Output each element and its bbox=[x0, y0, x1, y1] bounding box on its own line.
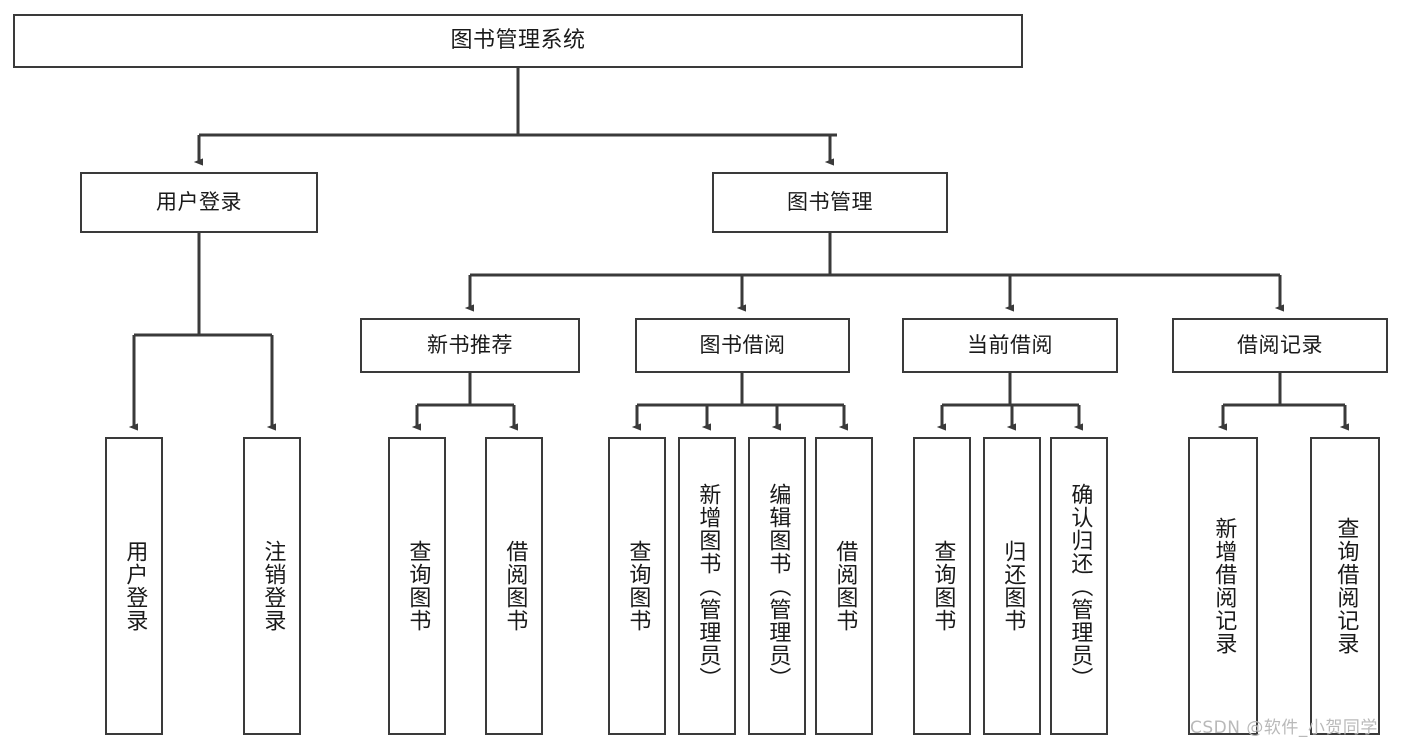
node-leaf-query-book-1[interactable]: 查询图书 bbox=[388, 437, 446, 735]
node-leaf-add-record-label: 新增借阅记录 bbox=[1211, 517, 1237, 655]
node-leaf-add-book[interactable]: 新增图书（管理员） bbox=[678, 437, 736, 735]
node-leaf-query-book-1-label: 查询图书 bbox=[405, 540, 431, 632]
node-leaf-query-book-2-label: 查询图书 bbox=[625, 540, 651, 632]
node-leaf-user-login[interactable]: 用户登录 bbox=[105, 437, 163, 735]
node-leaf-query-record[interactable]: 查询借阅记录 bbox=[1310, 437, 1380, 735]
csdn-watermark: CSDN @软件_小贺同学 bbox=[1190, 718, 1378, 738]
node-root-label: 图书管理系统 bbox=[450, 28, 586, 54]
node-borrow-record-label: 借阅记录 bbox=[1237, 333, 1323, 358]
node-leaf-query-book-3-label: 查询图书 bbox=[930, 540, 956, 632]
node-leaf-confirm-return[interactable]: 确认归还（管理员） bbox=[1050, 437, 1108, 735]
node-leaf-query-record-label: 查询借阅记录 bbox=[1333, 517, 1359, 655]
node-leaf-confirm-return-label: 确认归还（管理员） bbox=[1067, 482, 1093, 690]
node-leaf-add-book-label: 新增图书（管理员） bbox=[695, 482, 721, 690]
node-leaf-return-book-label: 归还图书 bbox=[1000, 540, 1026, 632]
node-new-book-recommend[interactable]: 新书推荐 bbox=[360, 318, 580, 373]
node-book-manage-label: 图书管理 bbox=[787, 190, 873, 215]
node-leaf-logout-label: 注销登录 bbox=[260, 540, 286, 632]
node-current-borrow[interactable]: 当前借阅 bbox=[902, 318, 1118, 373]
node-book-manage[interactable]: 图书管理 bbox=[712, 172, 948, 233]
node-new-book-recommend-label: 新书推荐 bbox=[427, 333, 513, 358]
node-leaf-edit-book[interactable]: 编辑图书（管理员） bbox=[748, 437, 806, 735]
node-leaf-add-record[interactable]: 新增借阅记录 bbox=[1188, 437, 1258, 735]
node-book-borrow-label: 图书借阅 bbox=[699, 333, 786, 358]
node-user-login-label: 用户登录 bbox=[156, 190, 242, 215]
node-leaf-logout[interactable]: 注销登录 bbox=[243, 437, 301, 735]
node-current-borrow-label: 当前借阅 bbox=[967, 333, 1053, 358]
node-leaf-borrow-book-2-label: 借阅图书 bbox=[832, 540, 858, 632]
node-leaf-borrow-book-1[interactable]: 借阅图书 bbox=[485, 437, 543, 735]
node-leaf-user-login-label: 用户登录 bbox=[122, 540, 148, 632]
node-borrow-record[interactable]: 借阅记录 bbox=[1172, 318, 1388, 373]
node-leaf-borrow-book-1-label: 借阅图书 bbox=[502, 540, 528, 632]
node-leaf-edit-book-label: 编辑图书（管理员） bbox=[765, 482, 791, 690]
node-leaf-return-book[interactable]: 归还图书 bbox=[983, 437, 1041, 735]
node-root[interactable]: 图书管理系统 bbox=[13, 14, 1023, 68]
node-user-login[interactable]: 用户登录 bbox=[80, 172, 318, 233]
node-leaf-query-book-3[interactable]: 查询图书 bbox=[913, 437, 971, 735]
node-book-borrow[interactable]: 图书借阅 bbox=[635, 318, 850, 373]
node-leaf-borrow-book-2[interactable]: 借阅图书 bbox=[815, 437, 873, 735]
node-leaf-query-book-2[interactable]: 查询图书 bbox=[608, 437, 666, 735]
